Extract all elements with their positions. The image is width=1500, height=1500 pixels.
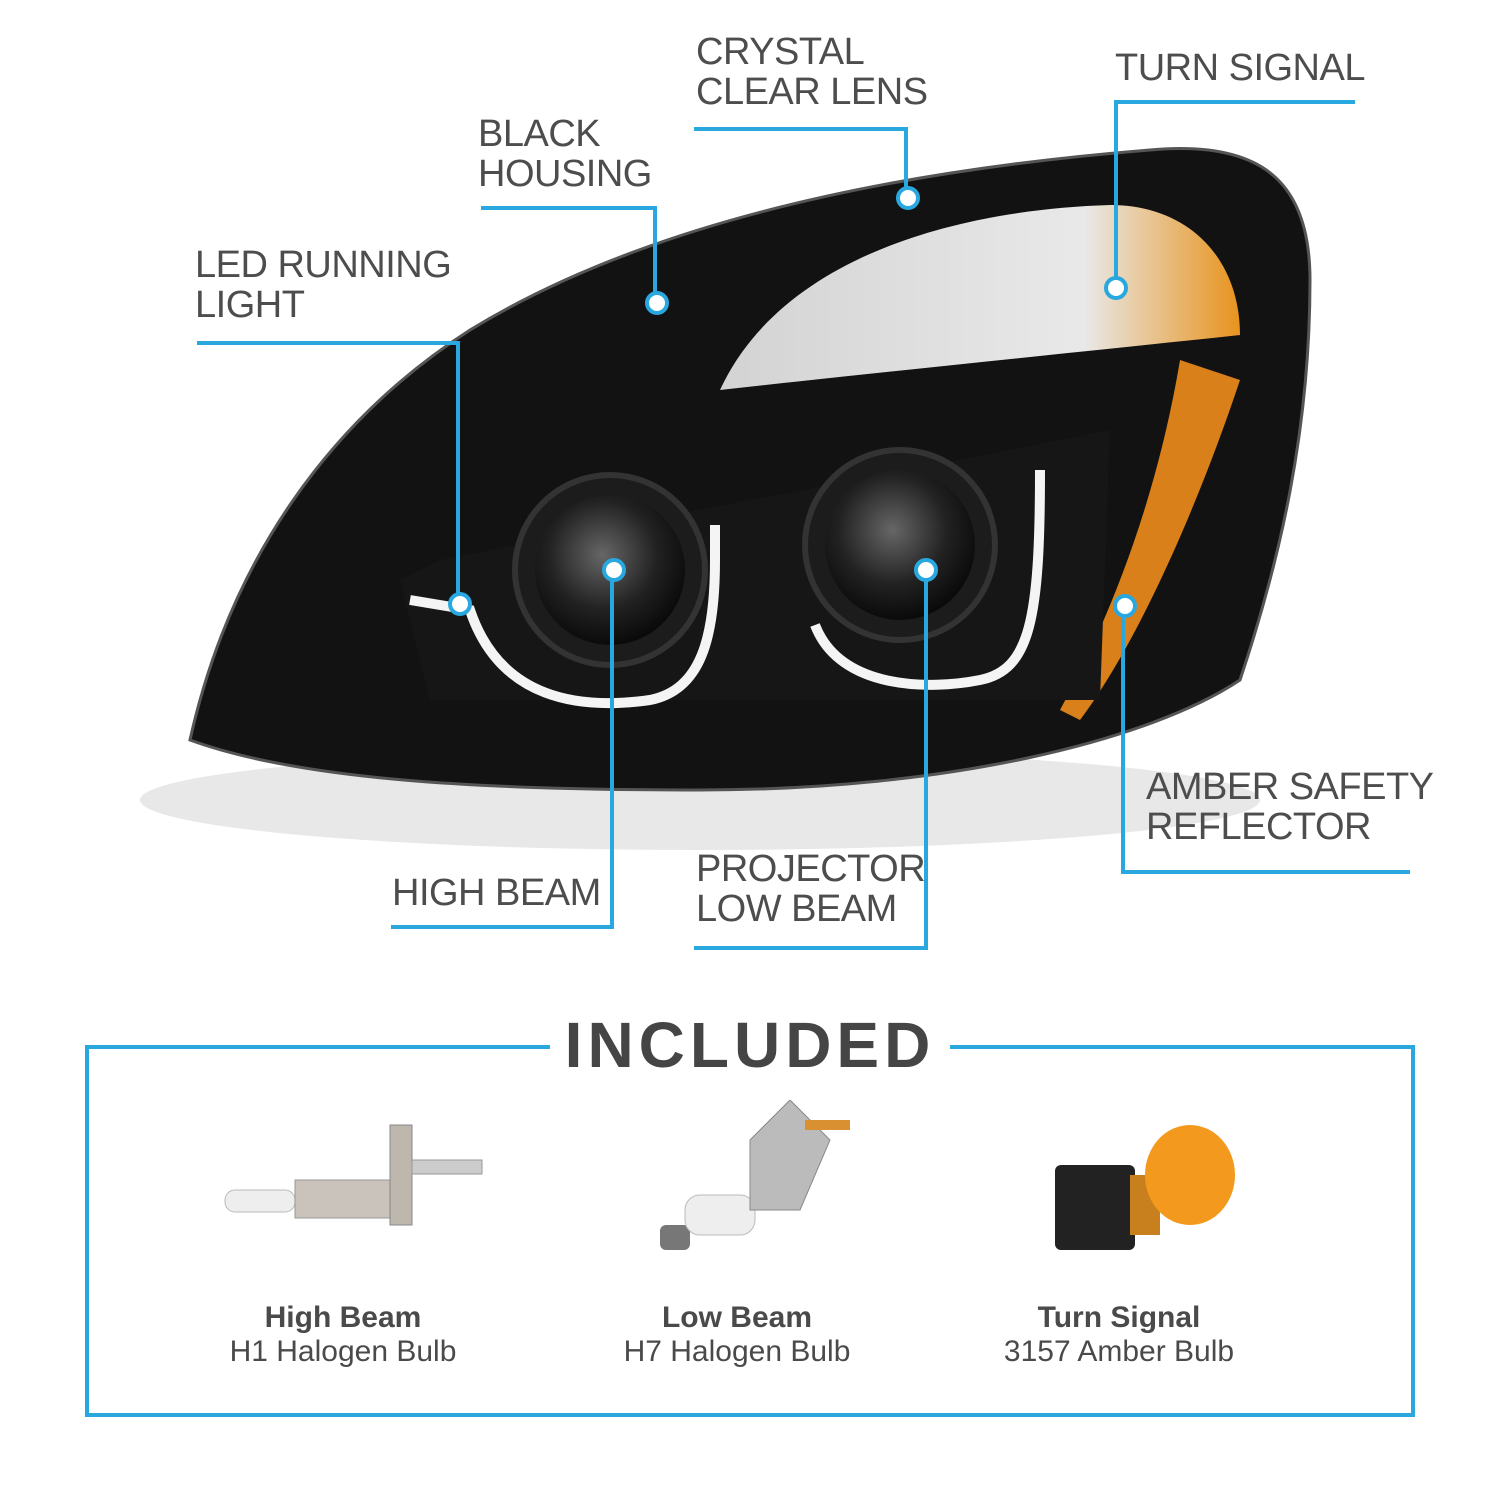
- headlight-image: [140, 147, 1312, 850]
- callout-dot: [602, 558, 626, 582]
- leader-line: [904, 127, 908, 198]
- item-name: High Beam: [264, 1301, 422, 1334]
- callout-dot: [914, 558, 938, 582]
- item-name: Low Beam: [661, 1301, 813, 1334]
- included-title: INCLUDED: [550, 1008, 950, 1082]
- callout-crystal-clear-lens: CRYSTAL CLEAR LENS: [696, 31, 928, 113]
- included-item-low-beam: Low Beam H7 Halogen Bulb: [557, 1301, 917, 1369]
- h1-bulb-image: [224, 1124, 483, 1226]
- callout-dot: [448, 592, 472, 616]
- leader-line: [197, 341, 460, 345]
- leader-line: [481, 206, 657, 210]
- callout-dot: [1104, 276, 1128, 300]
- h7-bulb-image: [660, 1100, 850, 1250]
- callout-dot: [645, 291, 669, 315]
- callout-led-running-light: LED RUNNING LIGHT: [195, 244, 452, 326]
- item-desc: H1 Halogen Bulb: [229, 1335, 457, 1368]
- leader-line: [694, 946, 928, 950]
- item-desc: 3157 Amber Bulb: [1003, 1335, 1235, 1368]
- included-item-high-beam: High Beam H1 Halogen Bulb: [163, 1301, 523, 1369]
- item-name: Turn Signal: [1037, 1301, 1201, 1334]
- callout-turn-signal: TURN SIGNAL: [1115, 47, 1365, 89]
- 3157-bulb-image: [1055, 1125, 1235, 1250]
- leader-line: [1114, 100, 1355, 104]
- callout-projector-low-beam: PROJECTOR LOW BEAM: [696, 848, 926, 930]
- leader-line: [924, 570, 928, 950]
- leader-line: [653, 206, 657, 303]
- leader-line: [1121, 870, 1410, 874]
- callout-dot: [1113, 594, 1137, 618]
- included-item-turn-signal: Turn Signal 3157 Amber Bulb: [939, 1301, 1299, 1369]
- leader-line: [391, 925, 614, 929]
- leader-line: [456, 341, 460, 604]
- leader-line: [1114, 100, 1118, 288]
- callout-high-beam: HIGH BEAM: [392, 872, 601, 914]
- callout-dot: [896, 186, 920, 210]
- leader-line: [694, 127, 908, 131]
- leader-line: [610, 570, 614, 929]
- item-desc: H7 Halogen Bulb: [623, 1335, 851, 1368]
- leader-line: [1121, 606, 1125, 874]
- callout-black-housing: BLACK HOUSING: [478, 113, 652, 195]
- callout-amber-safety-reflector: AMBER SAFETY REFLECTOR: [1146, 766, 1434, 848]
